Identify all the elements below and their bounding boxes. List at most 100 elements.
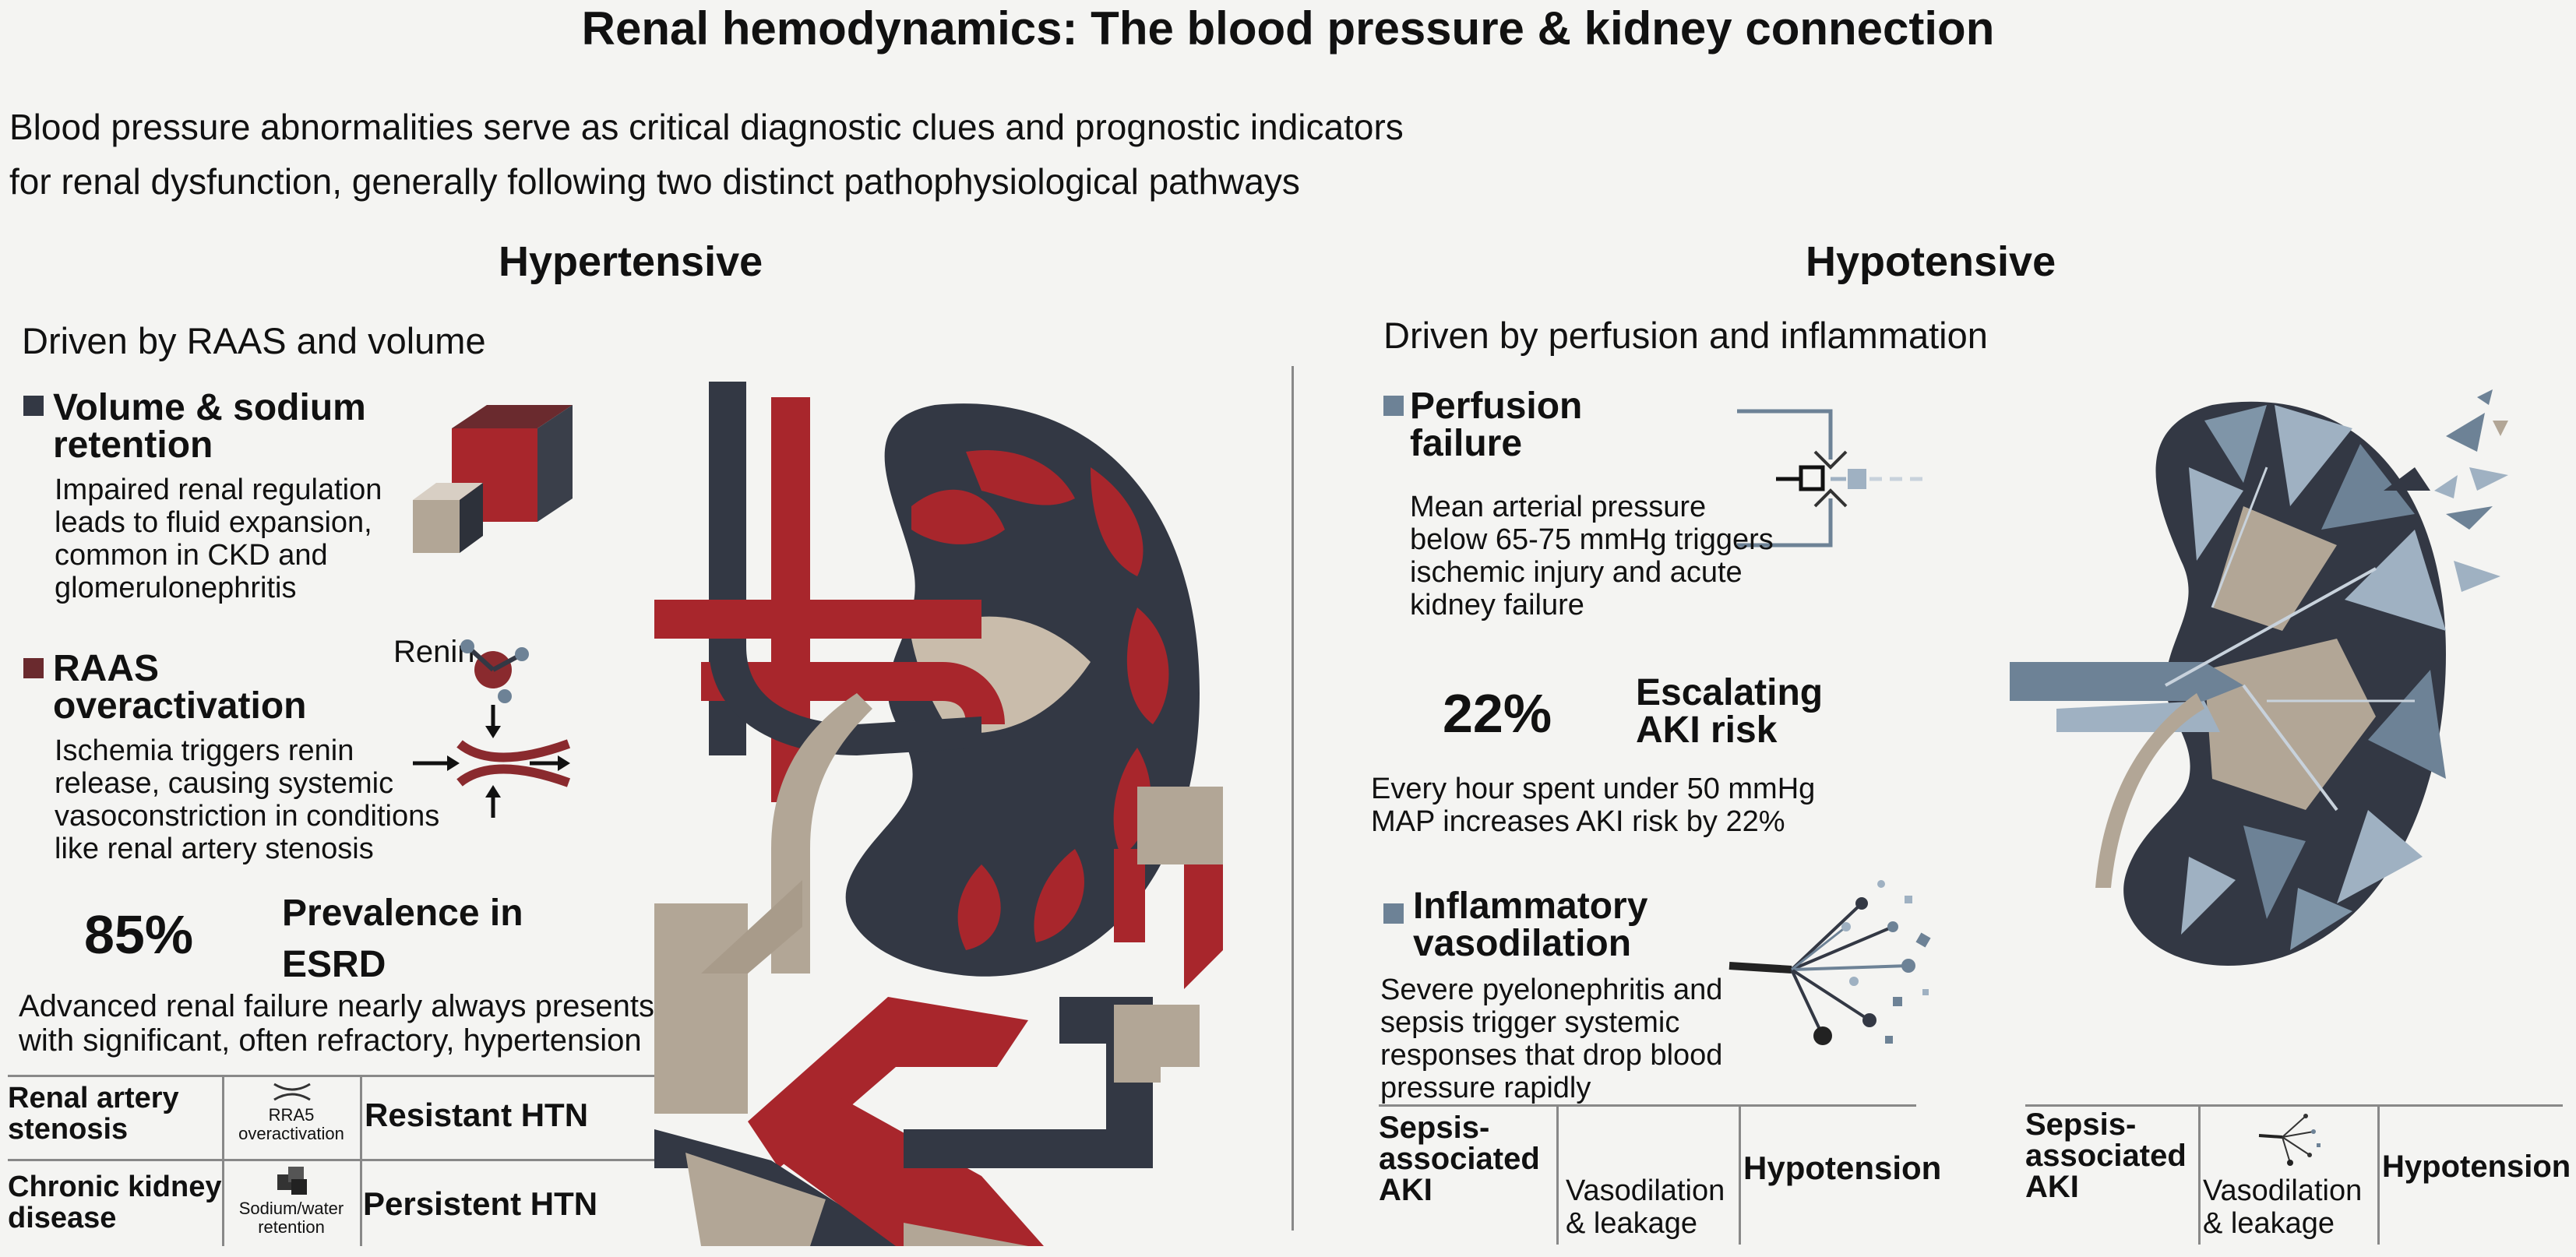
volume-body-line: common in CKD and bbox=[55, 539, 328, 572]
table-divider bbox=[2377, 1104, 2380, 1245]
condition-line: disease bbox=[8, 1202, 117, 1234]
raas-body-line: vasoconstriction in conditions bbox=[55, 800, 440, 833]
sepsis-outcome-repeat: Hypotension bbox=[2382, 1150, 2571, 1184]
inflammatory-body-line: Severe pyelonephritis and bbox=[1380, 974, 1723, 1006]
inflammatory-body-line: pressure rapidly bbox=[1380, 1072, 1591, 1104]
intro-text: Blood pressure abnormalities serve as cr… bbox=[9, 100, 1567, 209]
hypotensive-driver: Driven by perfusion and inflammation bbox=[1383, 315, 1988, 356]
inflammatory-body: Severe pyelonephritis and sepsis trigger… bbox=[1380, 974, 1722, 1104]
perfusion-title-line-2: failure bbox=[1410, 423, 1523, 464]
volume-body-line: glomerulonephritis bbox=[55, 572, 297, 604]
raas-bullet-icon bbox=[23, 658, 44, 678]
renin-constriction-icon bbox=[413, 639, 571, 818]
aki-body-line-2: MAP increases AKI risk by 22% bbox=[1371, 805, 1785, 838]
inflammatory-bullet-icon bbox=[1383, 903, 1404, 924]
perfusion-title-line-1: Perfusion bbox=[1410, 386, 1583, 427]
table-row-mechanism: RRA5 overactivation bbox=[224, 1106, 358, 1143]
mechanism-line: RRA5 bbox=[268, 1105, 315, 1125]
perfusion-title: Perfusion failure bbox=[1410, 388, 1582, 463]
perfusion-bullet-icon bbox=[1383, 396, 1404, 416]
cubes-icon bbox=[277, 1167, 307, 1195]
hypertensive-kidney-illustration bbox=[654, 382, 1223, 1246]
intro-line-2: for renal dysfunction, generally followi… bbox=[9, 161, 1300, 202]
table-divider bbox=[222, 1075, 224, 1246]
mechanism-line: retention bbox=[258, 1217, 325, 1237]
pressure-drop-icon bbox=[1737, 409, 1924, 548]
aki-stat-label: Escalating AKI risk bbox=[1636, 674, 1823, 749]
perfusion-body-line: Mean arterial pressure bbox=[1410, 491, 1707, 523]
condition-line: associated bbox=[2025, 1139, 2187, 1173]
table-divider bbox=[8, 1159, 654, 1161]
page-title: Renal hemodynamics: The blood pressure &… bbox=[581, 2, 1995, 55]
aki-stat-body: Every hour spent under 50 mmHg MAP incre… bbox=[1371, 773, 1815, 838]
esrd-stat-value: 85% bbox=[84, 904, 194, 965]
table-row-outcome: Resistant HTN bbox=[365, 1097, 589, 1133]
table-row-condition: Renal artery stenosis bbox=[8, 1083, 179, 1145]
inflammatory-title-line-1: Inflammatory bbox=[1413, 886, 1648, 927]
sepsis-outcome: Hypotension bbox=[1743, 1150, 1942, 1186]
table-row-condition: Chronic kidney disease bbox=[8, 1171, 222, 1234]
esrd-stat-label: Prevalence in ESRD bbox=[282, 888, 523, 991]
sepsis-condition-repeat: Sepsis- associated AKI bbox=[2025, 1109, 2187, 1202]
mechanism-line: & leakage bbox=[1566, 1207, 1698, 1240]
esrd-label-line-2: ESRD bbox=[282, 944, 386, 985]
perfusion-body: Mean arterial pressure below 65-75 mmHg … bbox=[1410, 491, 1774, 621]
table-divider bbox=[8, 1075, 654, 1077]
mechanism-line: Vasodilation bbox=[1566, 1174, 1725, 1207]
raas-body-line: like renal artery stenosis bbox=[55, 833, 374, 865]
condition-line: AKI bbox=[1379, 1173, 1432, 1207]
mechanism-line: overactivation bbox=[238, 1124, 344, 1143]
hypotensive-heading: Hypotensive bbox=[1806, 238, 2056, 285]
raas-title: RAAS overactivation bbox=[53, 650, 306, 725]
perfusion-body-line: below 65-75 mmHg triggers bbox=[1410, 523, 1774, 556]
intro-line-1: Blood pressure abnormalities serve as cr… bbox=[9, 107, 1404, 147]
inflammatory-body-line: responses that drop blood bbox=[1380, 1039, 1723, 1072]
condition-line: associated bbox=[1379, 1142, 1540, 1176]
volume-body-line: leads to fluid expansion, bbox=[55, 506, 372, 539]
condition-line: Sepsis- bbox=[1379, 1111, 1490, 1145]
mechanism-line: Vasodilation bbox=[2203, 1174, 2363, 1207]
aki-label-line-1: Escalating bbox=[1636, 672, 1824, 713]
volume-title: Volume & sodium retention bbox=[53, 389, 366, 464]
table-divider bbox=[2198, 1104, 2201, 1245]
hypertensive-heading: Hypertensive bbox=[499, 238, 763, 285]
raas-body: Ischemia triggers renin release, causing… bbox=[55, 734, 439, 865]
volume-body: Impaired renal regulation leads to fluid… bbox=[55, 474, 382, 604]
table-divider bbox=[1379, 1104, 1916, 1107]
volume-title-line-2: retention bbox=[53, 424, 213, 466]
table-divider bbox=[1739, 1104, 1741, 1245]
aki-label-line-2: AKI risk bbox=[1636, 709, 1778, 751]
sepsis-condition: Sepsis- associated AKI bbox=[1379, 1112, 1540, 1206]
table-divider bbox=[1556, 1104, 1559, 1245]
shattered-kidney-illustration bbox=[2010, 389, 2508, 966]
volume-title-line-1: Volume & sodium bbox=[53, 387, 366, 428]
sepsis-mechanism-repeat: Vasodilation & leakage bbox=[2203, 1174, 2362, 1240]
perfusion-body-line: ischemic injury and acute bbox=[1410, 556, 1743, 589]
renin-label: Renin bbox=[393, 635, 475, 669]
raas-body-line: release, causing systemic bbox=[55, 767, 394, 800]
vasodilation-burst-icon bbox=[1728, 880, 1931, 1045]
cubes-icon bbox=[413, 405, 573, 553]
perfusion-body-line: kidney failure bbox=[1410, 589, 1584, 621]
volume-bullet-icon bbox=[23, 396, 44, 416]
condition-line: Chronic kidney bbox=[8, 1171, 222, 1203]
condition-line: Sepsis- bbox=[2025, 1107, 2137, 1142]
inflammatory-body-line: sepsis trigger systemic bbox=[1380, 1006, 1680, 1039]
mechanism-line: & leakage bbox=[2203, 1207, 2335, 1240]
condition-line: Renal artery bbox=[8, 1082, 179, 1114]
esrd-stat-body: Advanced renal failure nearly always pre… bbox=[19, 989, 654, 1058]
table-row-mechanism: Sodium/water retention bbox=[224, 1199, 358, 1237]
column-divider bbox=[1292, 366, 1294, 1231]
mechanism-line: Sodium/water bbox=[238, 1199, 344, 1218]
sepsis-mechanism: Vasodilation & leakage bbox=[1566, 1174, 1725, 1240]
hypertensive-driver: Driven by RAAS and volume bbox=[22, 320, 486, 361]
esrd-body-line-1: Advanced renal failure nearly always pre… bbox=[19, 989, 654, 1023]
condition-line: stenosis bbox=[8, 1113, 129, 1146]
inflammatory-title-line-2: vasodilation bbox=[1413, 923, 1632, 964]
aki-stat-value: 22% bbox=[1443, 683, 1552, 744]
esrd-body-line-2: with significant, often refractory, hype… bbox=[19, 1023, 642, 1058]
raas-title-line-2: overactivation bbox=[53, 685, 307, 727]
vasodilation-burst-icon bbox=[2258, 1114, 2321, 1166]
table-divider bbox=[2025, 1104, 2563, 1107]
esrd-label-line-1: Prevalence in bbox=[282, 893, 523, 934]
